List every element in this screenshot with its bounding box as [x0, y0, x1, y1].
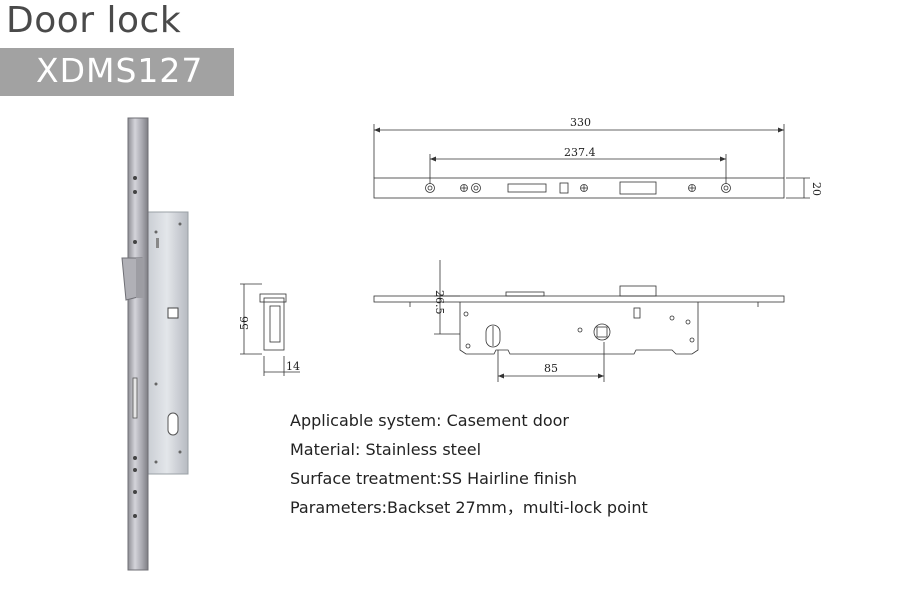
product-title: Door lock: [6, 0, 182, 41]
dim-faceplate-width: 20: [810, 182, 823, 196]
dim-backset: 85: [544, 362, 558, 375]
model-banner: XDMS127: [0, 48, 234, 96]
door-lock-photo: [121, 117, 189, 571]
dim-side-width: 14: [286, 360, 300, 373]
spec-material: Material: Stainless steel: [290, 440, 482, 459]
technical-drawing: 330 237.4 20 26.5 56 14 85: [238, 116, 823, 382]
spec-system: Applicable system: Casement door: [290, 411, 569, 430]
dim-overall-length: 330: [570, 116, 591, 129]
dim-side-height: 56: [238, 316, 251, 330]
spec-list: Applicable system: Casement door Materia…: [290, 406, 648, 522]
dim-latch-projection: 26.5: [433, 290, 446, 315]
model-number: XDMS127: [36, 51, 204, 90]
spec-surface: Surface treatment:SS Hairline finish: [290, 469, 578, 488]
dim-hole-spacing: 237.4: [564, 146, 596, 159]
spec-parameters: Parameters:Backset 27mm，multi-lock point: [290, 498, 648, 517]
